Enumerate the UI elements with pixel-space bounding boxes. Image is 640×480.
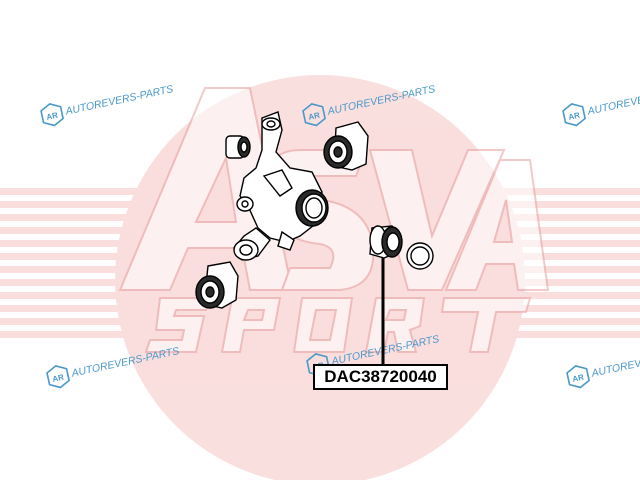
watermark-3: AR AUTOREVERS-PARTS: [562, 83, 640, 127]
lower-bushing: [195, 261, 239, 309]
brand-logo-letters: [118, 87, 550, 353]
upper-bushing: [323, 121, 369, 171]
svg-text:AR: AR: [46, 111, 59, 122]
small-bushing: [225, 135, 251, 159]
ar-hexagon-icon: [562, 103, 586, 127]
watermark-6: AR AUTOREVERS-PARTS: [566, 345, 640, 389]
watermark-text: AUTOREVERS-PARTS: [590, 345, 640, 380]
svg-text:AR: AR: [308, 111, 321, 122]
snap-ring: [406, 242, 434, 270]
wheel-bearing: [369, 225, 403, 259]
ar-hexagon-icon: [40, 103, 64, 127]
svg-text:AR: AR: [572, 373, 585, 384]
ar-hexagon-icon: [302, 103, 326, 127]
svg-text:AR: AR: [568, 111, 581, 122]
parts-drawing: [195, 111, 434, 309]
svg-text:AR: AR: [52, 373, 65, 384]
ar-hexagon-icon: [46, 365, 70, 389]
watermark-text: AUTOREVERS-PARTS: [586, 83, 640, 118]
watermark-text: AUTOREVERS-PARTS: [64, 83, 175, 118]
steering-knuckle: [233, 111, 329, 261]
part-number-callout: DAC38720040: [313, 364, 448, 390]
ar-hexagon-icon: [566, 365, 590, 389]
watermark-1: AR AUTOREVERS-PARTS: [40, 83, 175, 127]
